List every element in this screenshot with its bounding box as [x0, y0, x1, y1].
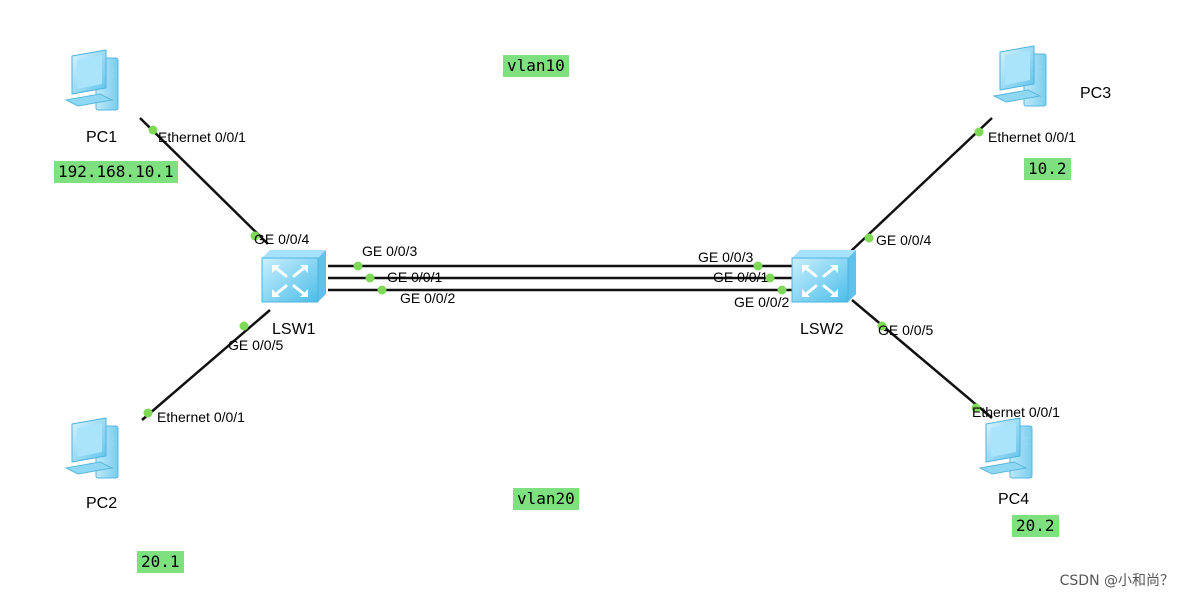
port-dot: [877, 321, 887, 331]
port-dot: [148, 125, 158, 135]
pc1-label: PC1: [86, 129, 117, 146]
pc4-eth-port-label: Ethernet 0/0/1: [972, 404, 1060, 420]
vlan20-tag: vlan20: [513, 488, 579, 510]
lsw1-switch-icon[interactable]: [260, 248, 328, 304]
lsw1-ge2-port-label: GE 0/0/2: [400, 290, 455, 306]
pc3-icon[interactable]: [993, 45, 1047, 107]
pc1-ip-tag: 192.168.10.1: [54, 161, 178, 183]
port-dot: [777, 285, 787, 295]
port-dot: [365, 273, 375, 283]
link-pc1-lsw1: [139, 117, 269, 245]
port-dot: [753, 261, 763, 271]
pc2-eth-port-label: Ethernet 0/0/1: [157, 409, 245, 425]
pc1-eth-port-label: Ethernet 0/0/1: [158, 129, 246, 145]
pc4-icon[interactable]: [979, 417, 1033, 479]
port-dot: [353, 261, 363, 271]
lsw2-label: LSW2: [800, 321, 844, 338]
port-dot: [765, 273, 775, 283]
lsw2-ge4-port-label: GE 0/0/4: [876, 232, 931, 248]
watermark: CSDN @小和尚？: [1059, 573, 1174, 589]
pc2-icon[interactable]: [65, 417, 119, 479]
link-lsw2-pc3: [849, 117, 993, 253]
link-lsw2-pc4: [851, 299, 993, 419]
port-dot: [971, 403, 981, 413]
lsw2-ge3-port-label: GE 0/0/3: [698, 249, 753, 265]
lsw1-ge5-port-label: GE 0/0/5: [228, 337, 283, 353]
port-dot: [377, 285, 387, 295]
pc3-label: PC3: [1080, 85, 1111, 102]
pc2-ip-tag: 20.1: [137, 551, 184, 573]
pc1-icon[interactable]: [65, 49, 119, 111]
lsw1-ge3-port-label: GE 0/0/3: [362, 243, 417, 259]
port-dot: [974, 127, 984, 137]
pc4-label: PC4: [998, 491, 1029, 508]
lsw2-ge2-port-label: GE 0/0/2: [734, 294, 789, 310]
lsw2-ge1-port-label: GE 0/0/1: [713, 269, 768, 285]
port-dot: [864, 233, 874, 243]
port-dot: [250, 231, 260, 241]
lsw2-switch-icon[interactable]: [790, 248, 858, 304]
pc2-label: PC2: [86, 495, 117, 512]
port-dot: [143, 408, 153, 418]
vlan10-tag: vlan10: [503, 55, 569, 77]
pc4-ip-tag: 20.2: [1012, 515, 1059, 537]
lsw2-ge5-port-label: GE 0/0/5: [878, 322, 933, 338]
pc3-ip-tag: 10.2: [1024, 158, 1071, 180]
links: [139, 117, 993, 421]
port-dots: [143, 125, 984, 418]
lsw1-ge1-port-label: GE 0/0/1: [387, 269, 442, 285]
lsw1-ge4-port-label: GE 0/0/4: [254, 231, 309, 247]
lsw1-label: LSW1: [272, 321, 316, 338]
pc3-eth-port-label: Ethernet 0/0/1: [988, 129, 1076, 145]
port-dot: [239, 321, 249, 331]
link-pc2-lsw1: [141, 309, 271, 421]
